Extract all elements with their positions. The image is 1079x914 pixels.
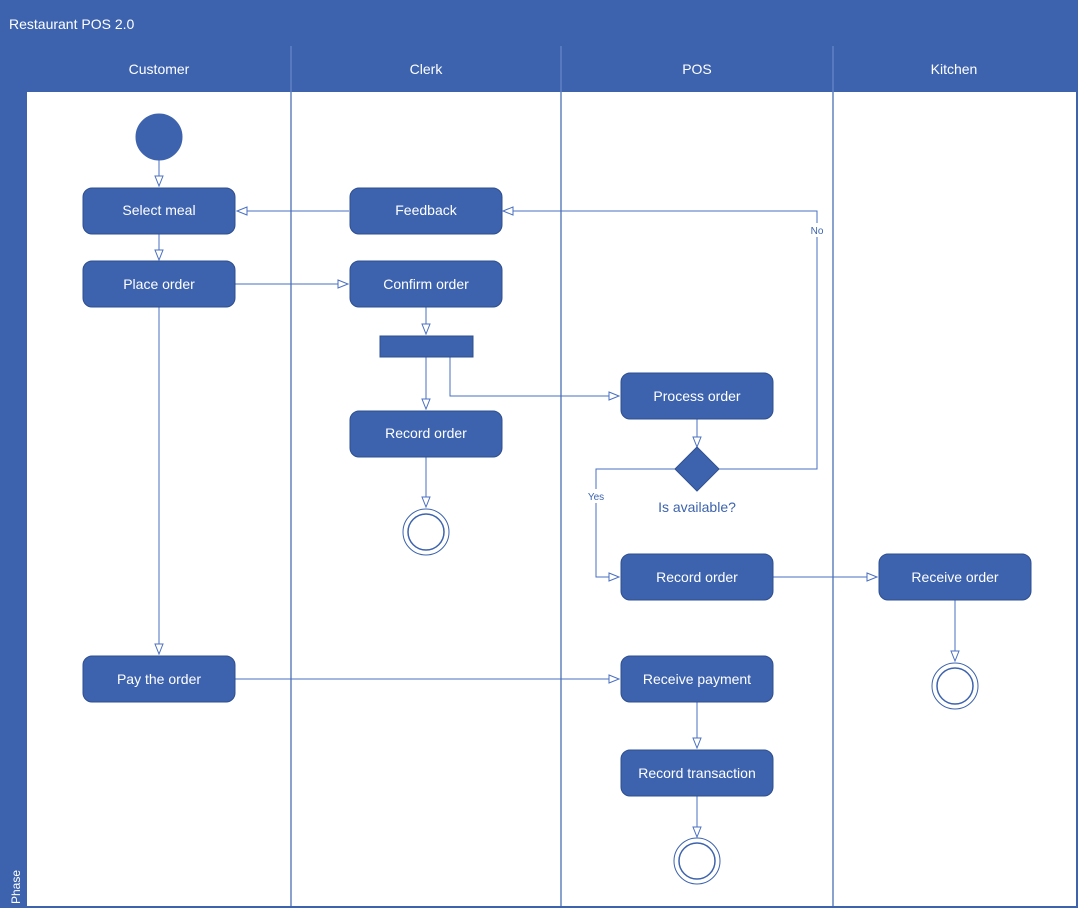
fork-bar[interactable]: [379, 335, 474, 358]
lane-header-clerk: Clerk: [410, 61, 444, 77]
edge-decision-yes-to-record: [595, 468, 675, 577]
lane-header-kitchen: Kitchen: [931, 61, 978, 77]
activity-label: Receive order: [911, 569, 998, 585]
decision-diamond[interactable]: [674, 446, 720, 492]
edge-fork-to-process-order: [449, 357, 619, 396]
phase-label: Phase: [9, 870, 23, 904]
activity-pay-order[interactable]: Pay the order: [82, 655, 236, 703]
activity-receive-order[interactable]: Receive order: [878, 553, 1032, 601]
activity-label: Receive payment: [643, 671, 751, 687]
activity-label: Record order: [385, 425, 467, 441]
edge-decision-no-to-feedback: [503, 211, 818, 470]
diagram-title: Restaurant POS 2.0: [9, 16, 135, 32]
activity-select-meal[interactable]: Select meal: [82, 187, 236, 235]
lane-header-customer: Customer: [129, 61, 190, 77]
activity-confirm-order[interactable]: Confirm order: [349, 260, 503, 308]
activity-label: Record transaction: [638, 765, 756, 781]
activity-feedback[interactable]: Feedback: [349, 187, 503, 235]
activity-receive-payment[interactable]: Receive payment: [620, 655, 774, 703]
lane-header-pos: POS: [682, 61, 712, 77]
activity-label: Record order: [656, 569, 738, 585]
activity-label: Confirm order: [383, 276, 469, 292]
phase-column: [1, 46, 27, 907]
activity-label: Select meal: [122, 202, 195, 218]
activity-label: Pay the order: [117, 671, 201, 687]
decision-yes-label: Yes: [588, 492, 604, 503]
no-label-bg: [808, 223, 826, 237]
lane-header-bar: [27, 46, 1077, 92]
start-node[interactable]: [135, 113, 183, 161]
title-bar: [1, 1, 1077, 46]
activity-process-order[interactable]: Process order: [620, 372, 774, 420]
edges: [159, 160, 955, 837]
end-node-pos[interactable]: [673, 837, 721, 885]
activity-record-order-clerk[interactable]: Record order: [349, 410, 503, 458]
end-node-clerk[interactable]: [402, 508, 450, 556]
activity-record-order-pos[interactable]: Record order: [620, 553, 774, 601]
end-node-kitchen[interactable]: [931, 662, 979, 710]
activity-place-order[interactable]: Place order: [82, 260, 236, 308]
decision-label: Is available?: [658, 499, 736, 515]
activity-label: Process order: [653, 388, 740, 404]
activity-label: Place order: [123, 276, 195, 292]
decision-no-label: No: [811, 226, 824, 237]
activity-label: Feedback: [395, 202, 457, 218]
activity-record-transaction[interactable]: Record transaction: [620, 749, 774, 797]
yes-label-bg: [586, 489, 606, 503]
